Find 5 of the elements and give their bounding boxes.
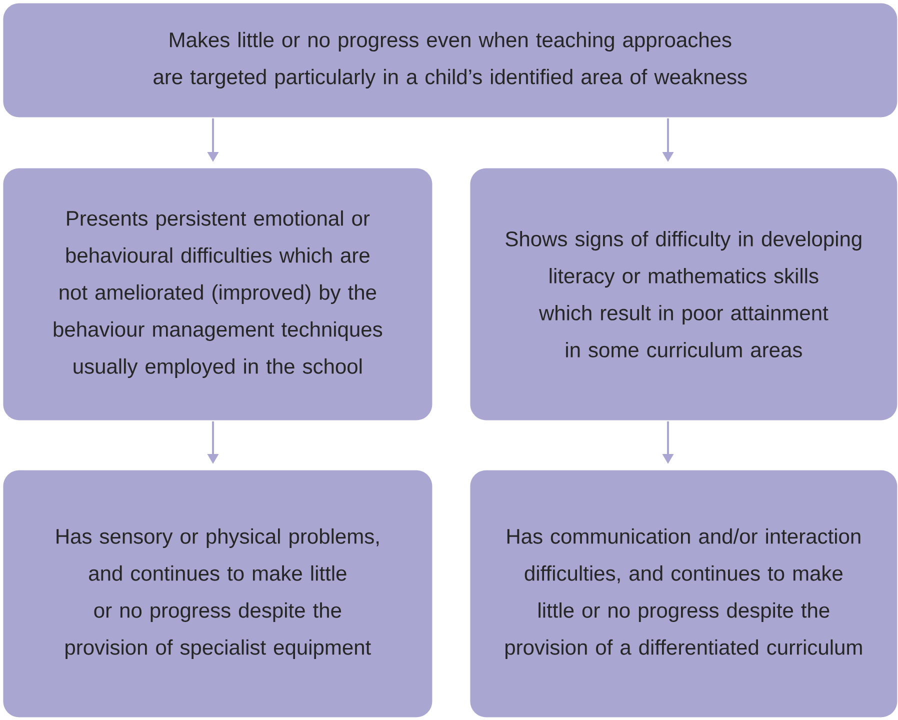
- process-box: Has sensory or physical problems, and continues to make little or no progress despite the provision of specialist equipment: [3, 470, 432, 718]
- process-box: Shows signs of difficulty in developing literacy or mathematics skills which result in poor attainment in some curriculum areas: [470, 168, 898, 420]
- process-box: Has communication and/or interaction difficulties, and continues to make little or no progress despite the provision of a differentiated curriculum: [470, 470, 898, 718]
- process-box: Makes little or no progress even when teaching approaches are targeted particularly in a child’s identified area of weakness: [3, 3, 898, 118]
- process-box: Presents persistent emotional or behavioural difficulties which are not ameliorated (improved) by the behaviour management techniques usually employed in the school: [3, 168, 432, 420]
